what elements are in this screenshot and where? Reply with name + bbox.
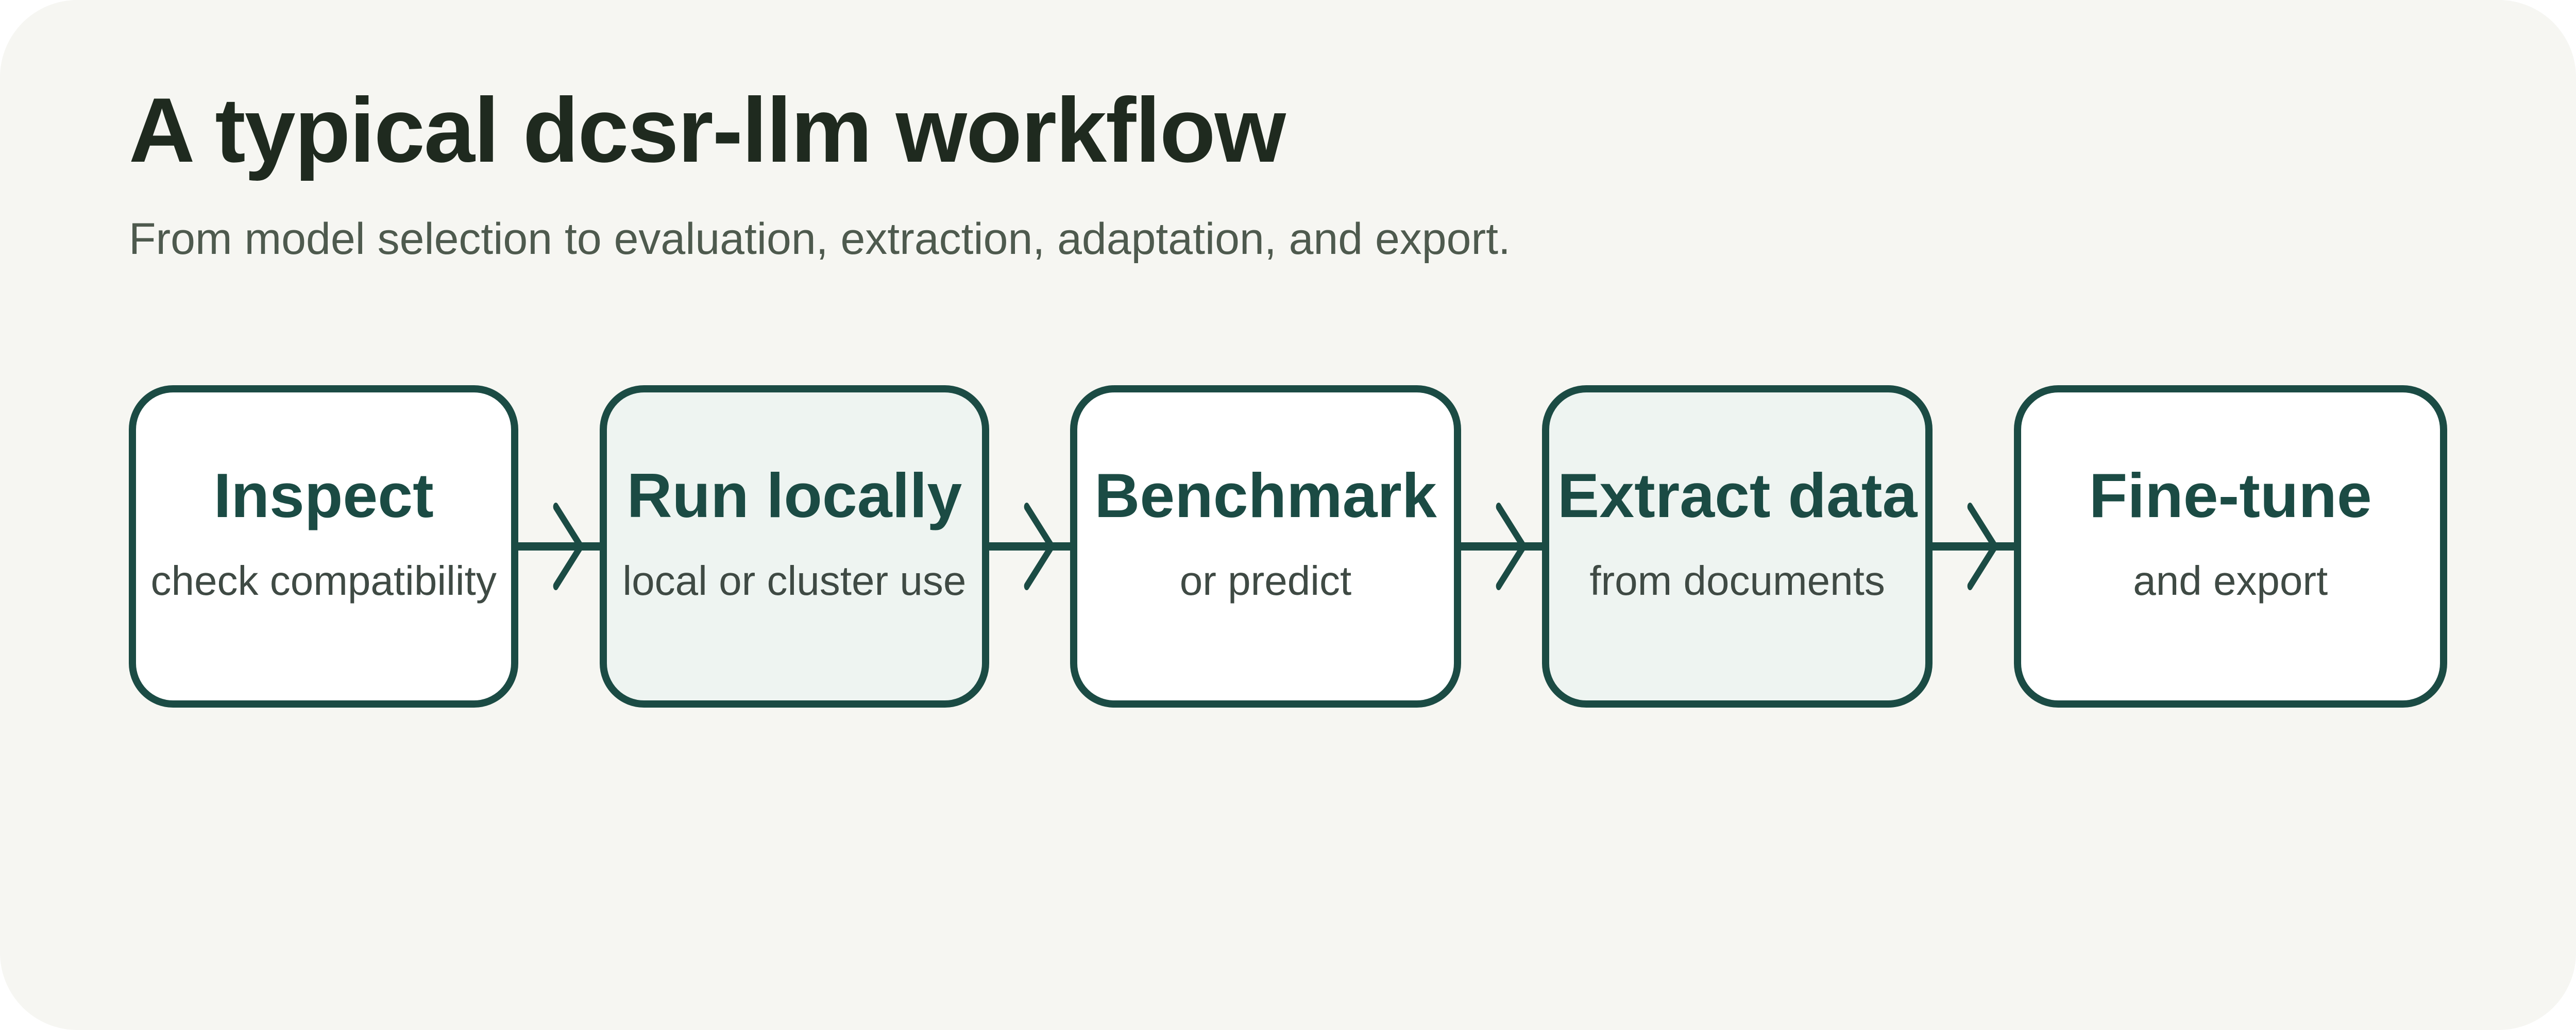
step-description: local or cluster use bbox=[622, 558, 967, 604]
step-title: Benchmark bbox=[1094, 460, 1437, 530]
step-benchmark: Benchmark or predict bbox=[1070, 385, 1461, 708]
arrow-1-to-2 bbox=[518, 503, 600, 590]
step-description: and export bbox=[2133, 558, 2328, 604]
arrow-3-to-4 bbox=[1461, 503, 1542, 590]
step-inspect: Inspect check compatibility bbox=[129, 385, 519, 708]
step-title: Inspect bbox=[213, 460, 434, 530]
arrow-4-to-5 bbox=[1933, 503, 2014, 590]
diagram-title: A typical dcsr-llm workflow bbox=[129, 79, 1286, 181]
step-extract-data: Extract data from documents bbox=[1541, 385, 1933, 708]
step-description: check compatibility bbox=[150, 558, 497, 604]
diagram-subtitle: From model selection to evaluation, extr… bbox=[129, 214, 1511, 264]
step-title: Run locally bbox=[626, 460, 962, 530]
step-title: Fine-tune bbox=[2089, 460, 2372, 530]
step-fine-tune: Fine-tune and export bbox=[2013, 385, 2447, 708]
step-run-locally: Run locally local or cluster use bbox=[599, 385, 990, 708]
step-description: or predict bbox=[1179, 558, 1352, 604]
step-title: Extract data bbox=[1557, 460, 1918, 530]
arrow-2-to-3 bbox=[989, 503, 1071, 590]
step-description: from documents bbox=[1589, 558, 1885, 604]
workflow-row: Inspect check compatibility Run locally … bbox=[129, 385, 2447, 708]
